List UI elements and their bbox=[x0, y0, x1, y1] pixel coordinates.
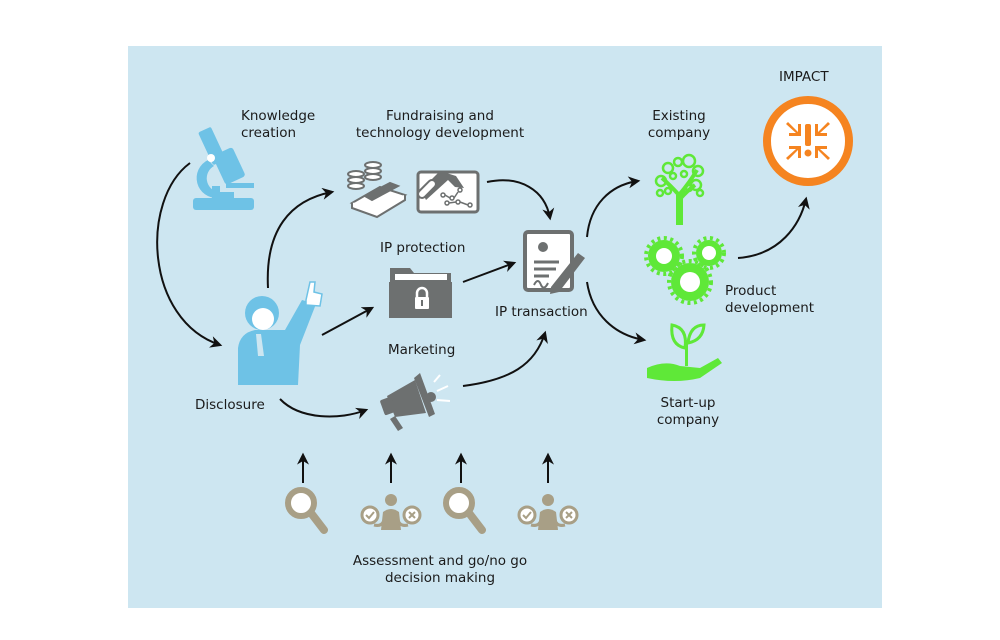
disclosure-label: Disclosure bbox=[195, 397, 265, 413]
magnifier-icon bbox=[443, 487, 486, 534]
existing-company-label: Existing company bbox=[644, 108, 714, 142]
label-line: company bbox=[647, 125, 711, 141]
impact-alert-icon bbox=[763, 96, 853, 186]
tree-icon bbox=[654, 153, 705, 225]
knowledge-creation-label: Knowledge creation bbox=[241, 108, 315, 142]
megaphone-icon bbox=[380, 373, 451, 431]
impact-label: IMPACT bbox=[779, 69, 829, 85]
startup-company-label: Start-up company bbox=[648, 395, 728, 429]
magnifier-icon bbox=[285, 487, 328, 534]
arrow-fundraising-to-ip-transaction bbox=[486, 179, 555, 221]
product-development-label: Product development bbox=[725, 283, 814, 317]
arrow-ip-transaction-to-existing-company bbox=[586, 176, 641, 238]
microscope-icon bbox=[193, 127, 254, 210]
hammer-circuit-icon bbox=[416, 170, 480, 214]
seedling-in-hand-icon bbox=[647, 323, 722, 381]
label-line: creation bbox=[241, 125, 297, 141]
decision-person-icon bbox=[360, 494, 422, 530]
label-line: decision making bbox=[384, 570, 496, 586]
label-line: technology development bbox=[355, 125, 525, 141]
locked-folder-icon bbox=[389, 268, 452, 318]
arrow-ip-protection-to-ip-transaction bbox=[462, 260, 517, 283]
fundraising-label: Fundraising and technology development bbox=[352, 108, 528, 142]
person-raising-hand-icon bbox=[238, 281, 323, 385]
label-line: Fundraising and bbox=[386, 108, 494, 124]
arrow-disclosure-to-ip-protection bbox=[321, 306, 375, 336]
label-line: Start-up bbox=[660, 395, 716, 411]
label-line: Knowledge bbox=[241, 108, 316, 124]
arrow-product-to-impact bbox=[737, 196, 810, 259]
assessment-label: Assessment and go/no go decision making bbox=[340, 553, 540, 587]
label-line: Product bbox=[725, 283, 777, 299]
label-line: company bbox=[656, 412, 720, 428]
arrow-disclosure-to-marketing bbox=[279, 398, 369, 420]
ip-transaction-label: IP transaction bbox=[495, 304, 588, 320]
gears-icon bbox=[644, 236, 726, 305]
arrows bbox=[156, 162, 810, 483]
arrow-marketing-to-ip-transaction bbox=[462, 330, 548, 387]
decision-person-icon bbox=[517, 494, 579, 530]
signed-contract-icon bbox=[523, 230, 585, 294]
arrow-ip-transaction-to-startup bbox=[586, 281, 647, 345]
arrow-knowledge-to-disclosure bbox=[156, 162, 223, 348]
label-line: Assessment and go/no go bbox=[352, 553, 528, 569]
money-stack-icon bbox=[347, 161, 408, 219]
label-line: Existing bbox=[652, 108, 706, 124]
arrow-disclosure-to-fundraising bbox=[266, 187, 335, 289]
marketing-label: Marketing bbox=[388, 342, 456, 358]
label-line: development bbox=[725, 300, 815, 316]
ip-protection-label: IP protection bbox=[380, 240, 466, 256]
